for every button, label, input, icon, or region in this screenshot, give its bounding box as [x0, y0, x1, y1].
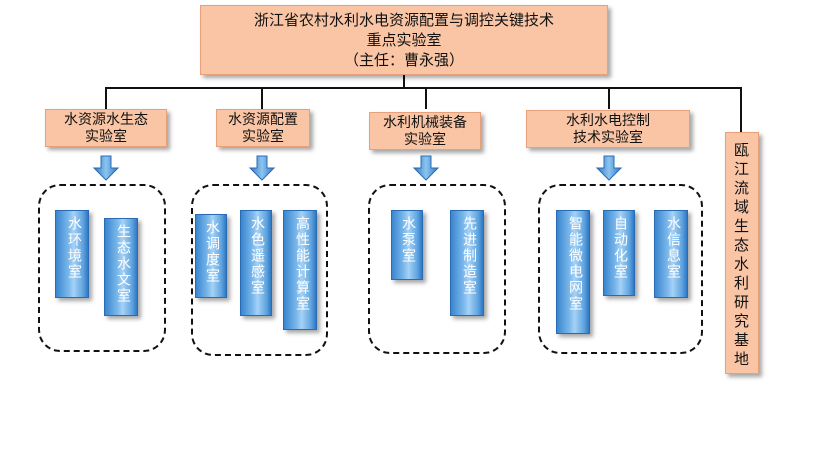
lab-name-line2: 技术实验室: [573, 130, 643, 146]
down-arrow-icon: [248, 155, 276, 181]
sub-lab-box: 水信息室: [654, 210, 688, 298]
title-line-3: （主任：曹永强）: [343, 51, 464, 69]
sub-lab-box: 自动化室: [603, 210, 635, 296]
lab-box-machinery: 水利机械装备 实验室: [369, 112, 481, 150]
connector-lab2: [261, 87, 263, 109]
sub-lab-box: 水环境室: [55, 210, 89, 298]
lab-name-line1: 水资源水生态: [64, 112, 148, 128]
lab-name-line1: 水利水电控制: [566, 113, 650, 129]
connector-lab3: [425, 87, 427, 109]
lab-box-control: 水利水电控制 技术实验室: [526, 110, 690, 148]
lab-box-water-allocation: 水资源配置 实验室: [216, 109, 310, 147]
lab-name-line1: 水资源配置: [228, 112, 298, 128]
down-arrow-icon: [92, 155, 120, 181]
sub-lab-box: 水调度室: [195, 214, 227, 298]
title-line-2: 重点实验室: [366, 31, 442, 49]
sub-lab-box: 先进制造室: [450, 210, 484, 316]
down-arrow-icon: [412, 155, 440, 181]
lab-name-line2: 实验室: [85, 129, 127, 145]
sub-lab-group-3: [368, 184, 506, 354]
sub-lab-box: 水色遥感室: [240, 210, 272, 316]
lab-name-line2: 实验室: [404, 132, 446, 148]
lab-box-water-ecology: 水资源水生态 实验室: [45, 109, 167, 147]
sub-lab-box: 智能微电网室: [556, 210, 590, 334]
sub-lab-group-2: [191, 184, 328, 356]
sub-lab-group-1: [38, 184, 166, 352]
connector-lab4: [608, 87, 610, 109]
lab-name-line1: 水利机械装备: [383, 115, 467, 131]
lab-name-line2: 实验室: [242, 129, 284, 145]
sub-lab-box: 生态水文室: [104, 218, 138, 316]
connector-base: [740, 87, 742, 133]
sub-lab-box: 水泵室: [391, 210, 423, 280]
title-line-1: 浙江省农村水利水电资源配置与调控关键技术: [253, 11, 554, 29]
sub-lab-group-4: [538, 184, 703, 354]
connector-lab1: [105, 87, 107, 109]
sub-lab-box: 高性能计算室: [283, 210, 317, 330]
down-arrow-icon: [595, 155, 623, 181]
connector-horizontal: [105, 87, 742, 89]
research-base-box: 瓯江流域生态水利研究基地: [725, 132, 759, 374]
lab-title-box: 浙江省农村水利水电资源配置与调控关键技术 重点实验室 （主任：曹永强）: [200, 5, 608, 75]
connector-top-vertical: [403, 75, 405, 88]
